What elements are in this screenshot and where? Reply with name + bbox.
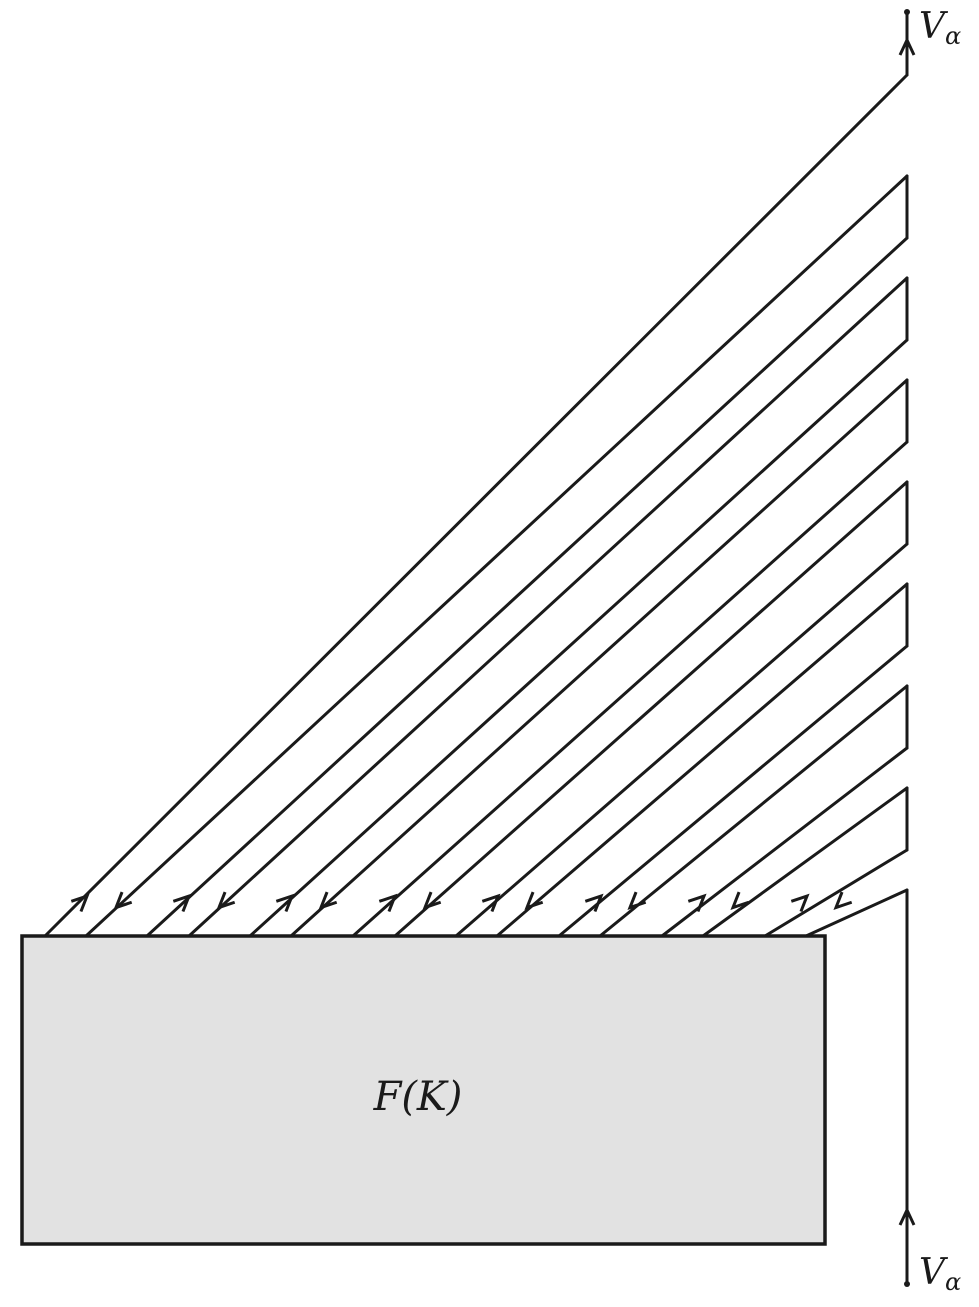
strand-diagonal-up — [454, 542, 909, 938]
arrowhead-down — [113, 891, 133, 910]
arrowhead-down — [833, 891, 853, 910]
strand-diagonal-up — [248, 338, 909, 938]
arrowhead-down — [730, 891, 750, 910]
strand-diagonal-up — [557, 644, 909, 938]
arrowhead-up — [687, 893, 707, 913]
strand-diagonal-down — [289, 378, 909, 938]
strand-diagonal-down — [495, 582, 909, 938]
arrowhead-down — [216, 891, 236, 910]
strand-diagonal-up — [145, 236, 909, 938]
arrowhead-up — [481, 893, 501, 913]
arrowhead-up — [790, 893, 810, 913]
arrowhead-up — [275, 893, 295, 913]
arrowhead-up — [70, 893, 90, 913]
strand-diagonal-up — [351, 440, 909, 938]
arrowhead-top-up — [898, 36, 916, 56]
arrowhead-bottom-up — [898, 1206, 916, 1226]
top-v-alpha-label: Vα — [919, 6, 961, 50]
arrowhead-up — [584, 893, 604, 913]
strand-diagonal-down — [187, 276, 909, 938]
fk-box-label: F(K) — [373, 1074, 463, 1120]
fk-box — [20, 934, 827, 1246]
bottom-endpoint-dot — [904, 1281, 910, 1287]
strand-diagonal-down — [598, 684, 909, 938]
strand-diagonal-down — [84, 174, 909, 938]
strand-diagonal-down — [701, 786, 909, 938]
arrowhead-down — [422, 891, 442, 910]
strand-diagonal-down — [804, 888, 909, 938]
strand-group — [43, 9, 916, 1287]
arrowhead-up — [172, 893, 192, 913]
arrowhead-down — [524, 891, 544, 910]
strand-diagonal-up — [43, 73, 909, 938]
arrowhead-up — [378, 893, 398, 913]
arrowhead-down — [627, 891, 647, 910]
strand-diagonal-up — [660, 746, 909, 938]
strand-diagonal-down — [393, 480, 909, 938]
bottom-v-alpha-label: Vα — [919, 1252, 961, 1296]
arrowhead-down — [318, 891, 338, 910]
strand-diagonal-up — [763, 848, 909, 938]
